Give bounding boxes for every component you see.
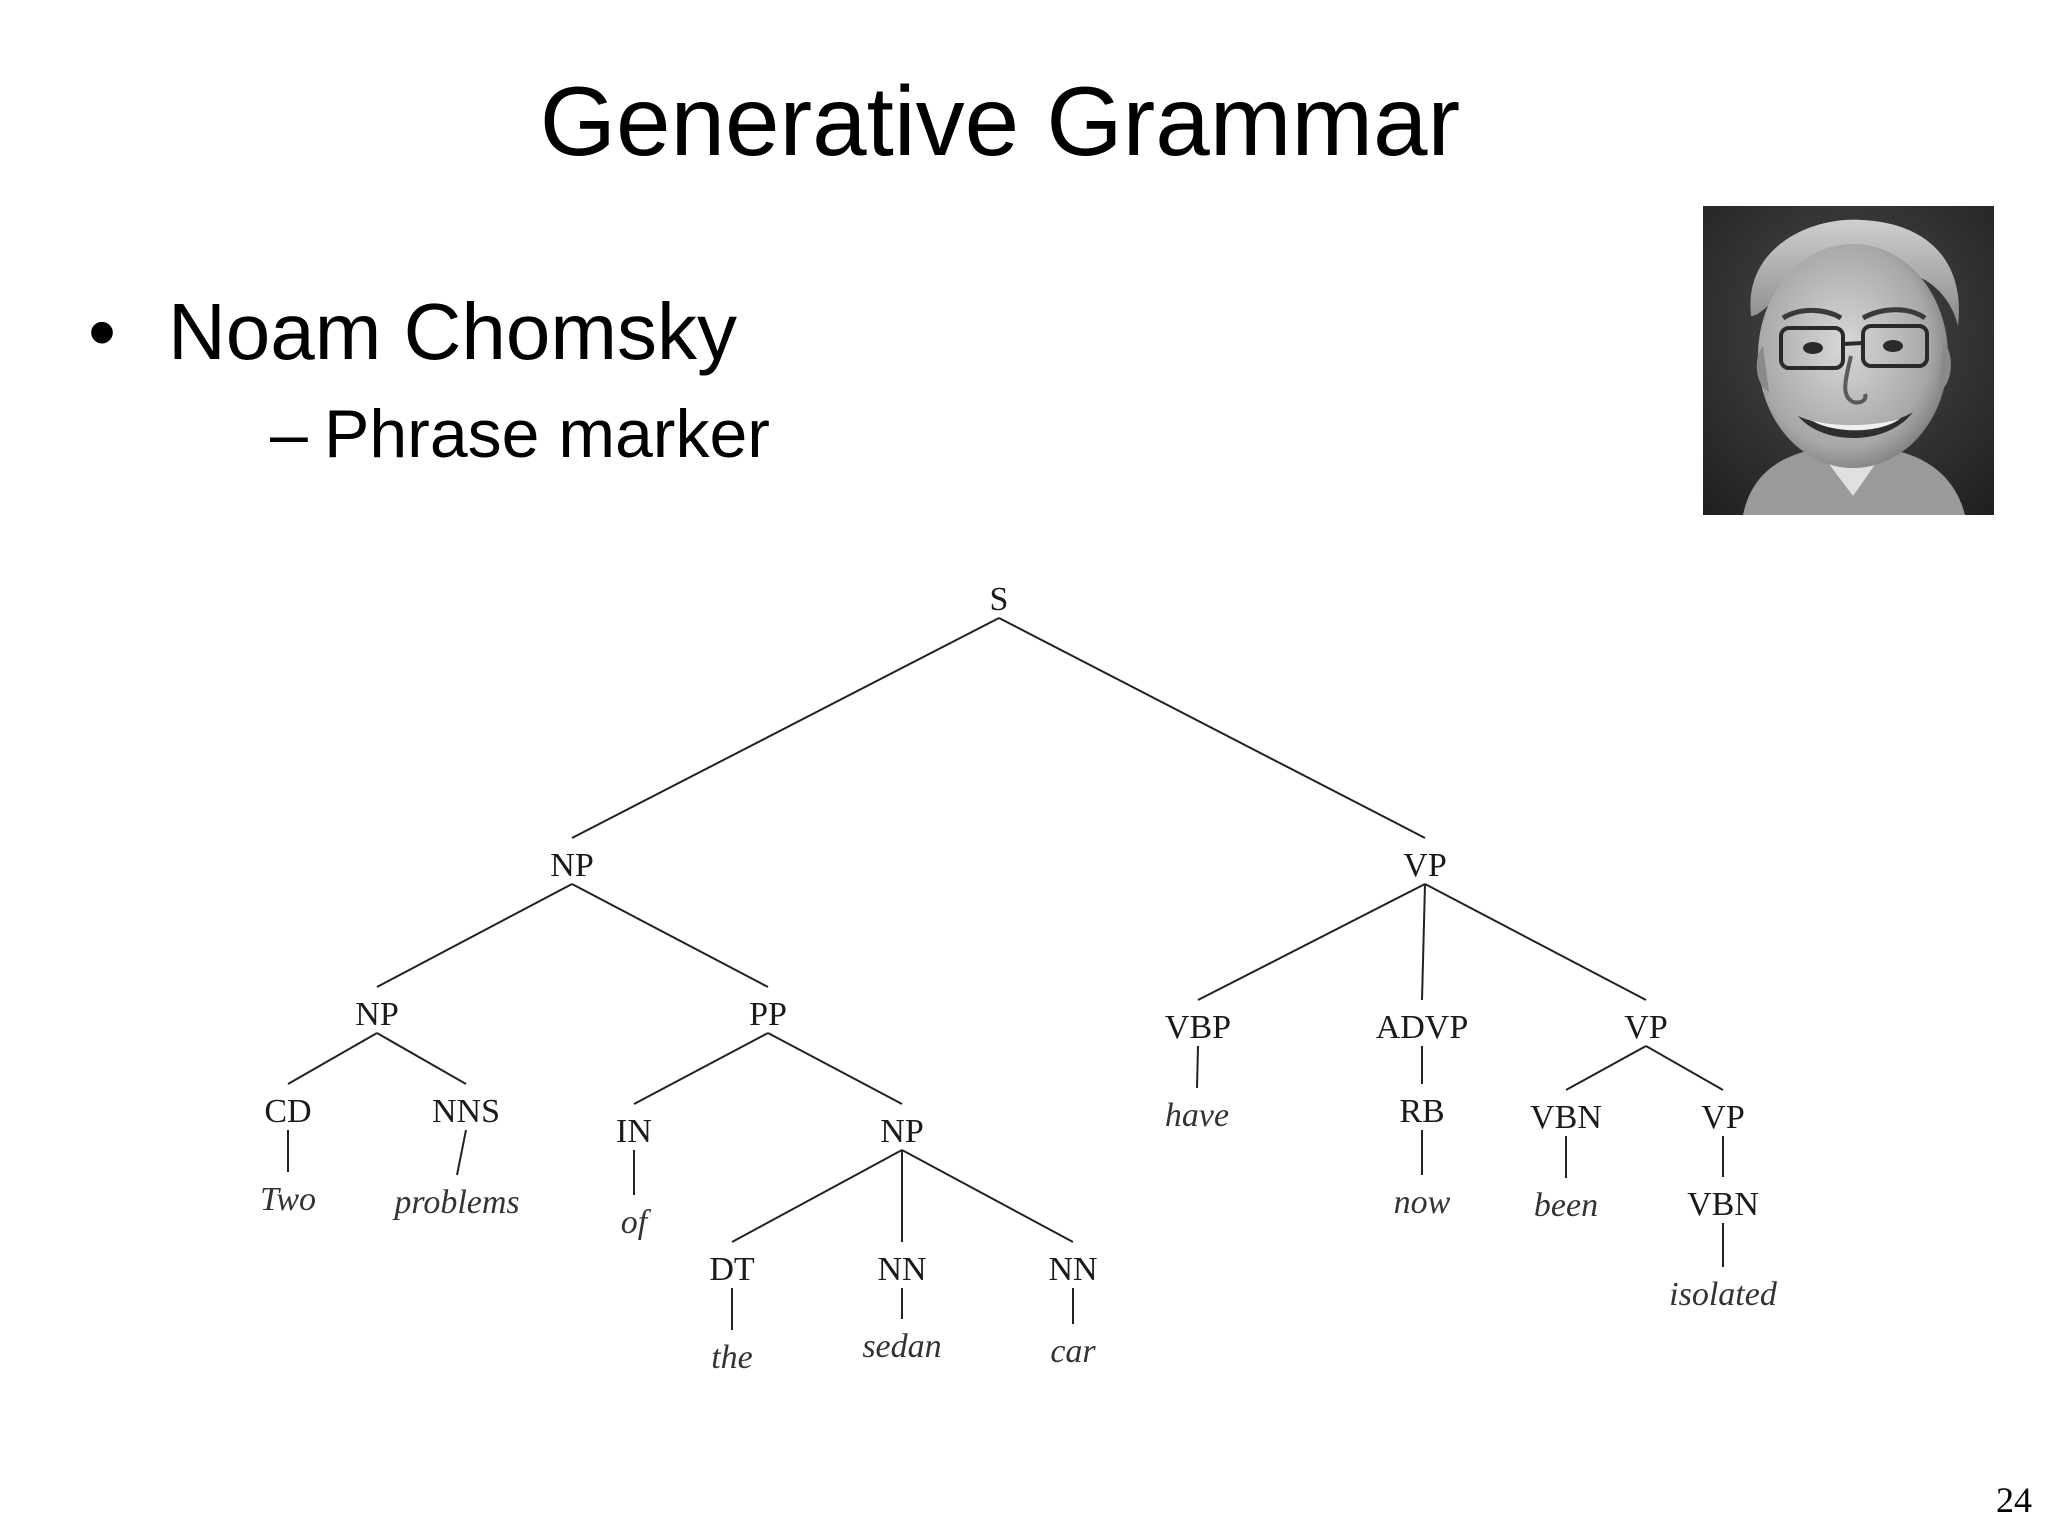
tree-edge-vp1-advp <box>1421 883 1426 1001</box>
tree-edge-vbp-w_have <box>1196 1045 1199 1089</box>
category-node-vp3: VP <box>1701 1099 1744 1136</box>
tree-edge-np2-cd <box>287 1032 378 1085</box>
tree-edge-vp2-vbn1 <box>1565 1045 1647 1091</box>
category-node-vbn1: VBN <box>1530 1099 1602 1136</box>
word-node-w_now: now <box>1394 1184 1451 1221</box>
page-number: 24 <box>1996 1480 2032 1520</box>
category-node-cd: CD <box>264 1093 311 1130</box>
tree-edge-np2-nns <box>376 1032 467 1085</box>
category-node-s: S <box>990 581 1009 618</box>
category-node-rb: RB <box>1399 1093 1444 1130</box>
category-node-nns: NNS <box>432 1093 500 1130</box>
tree-edge-pp-np3 <box>767 1032 903 1105</box>
word-node-w_the: the <box>711 1339 753 1376</box>
tree-edge-vp1-vp2 <box>1424 883 1647 1001</box>
category-node-pp: PP <box>749 996 787 1033</box>
tree-edge-np1-pp <box>571 883 769 988</box>
word-node-w_been: been <box>1534 1187 1598 1224</box>
tree-edge-nns-w_problems <box>456 1129 467 1176</box>
category-node-np2: NP <box>355 996 398 1033</box>
word-node-w_of: of <box>621 1204 652 1241</box>
category-node-in: IN <box>616 1113 652 1150</box>
category-node-dt: DT <box>709 1251 755 1288</box>
bullet-text: Noam Chomsky <box>168 287 738 376</box>
tree-edge-np1-np2 <box>376 883 573 988</box>
category-node-nn1: NN <box>877 1251 926 1288</box>
tree-edge-vp1-vbp <box>1197 883 1426 1001</box>
tree-edge-pp-in <box>633 1032 769 1105</box>
sub-bullet-list: – Phrase marker <box>168 400 770 468</box>
word-node-w_isolated: isolated <box>1669 1276 1778 1313</box>
bullet-marker: • <box>88 287 117 376</box>
tree-edge-s-vp1 <box>998 617 1426 839</box>
category-node-vp2: VP <box>1624 1009 1667 1046</box>
word-node-w_have: have <box>1165 1097 1229 1134</box>
category-node-np1: NP <box>550 847 593 884</box>
sub-bullet-text: Phrase marker <box>324 396 770 472</box>
portrait-illustration <box>1703 206 1994 515</box>
tree-edge-np3-nn2 <box>901 1149 1074 1243</box>
word-node-w_car: car <box>1050 1333 1096 1370</box>
category-node-nn2: NN <box>1048 1251 1097 1288</box>
tree-edge-s-np1 <box>571 617 1000 839</box>
tree-edge-vp2-vp3 <box>1645 1045 1724 1091</box>
sub-bullet-marker: – <box>270 396 308 472</box>
word-node-w_problems: problems <box>392 1184 519 1221</box>
word-node-w_sedan: sedan <box>862 1328 941 1365</box>
word-node-w_two: Two <box>260 1181 316 1218</box>
category-node-advp: ADVP <box>1376 1009 1469 1046</box>
bullet-item: • Noam Chomsky – Phrase marker <box>88 287 770 469</box>
sub-bullet-item: – Phrase marker <box>168 400 770 468</box>
category-node-np3: NP <box>880 1113 923 1150</box>
tree-edge-np3-dt <box>731 1149 903 1243</box>
category-node-vp1: VP <box>1403 847 1446 884</box>
portrait-photo <box>1703 206 1994 515</box>
category-node-vbn2: VBN <box>1687 1186 1759 1223</box>
category-node-vbp: VBP <box>1165 1009 1231 1046</box>
bullet-list: • Noam Chomsky – Phrase marker <box>88 287 770 469</box>
slide-title: Generative Grammar <box>539 66 1461 176</box>
